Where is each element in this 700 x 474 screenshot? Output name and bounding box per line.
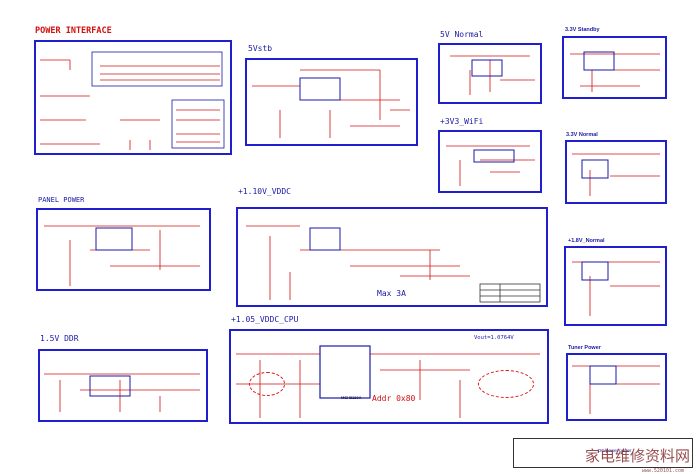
title-block (513, 438, 693, 468)
tuner-power-title: Tuner Power (568, 345, 601, 351)
stb5v-title: 5Vstb (248, 44, 273, 53)
vout-note: Vout=1.0764V (474, 335, 514, 341)
normal5v-title: 5V Normal (440, 30, 484, 39)
tuner-power-box (566, 353, 667, 421)
vddc105-title: +1.05_VDDC_CPU (231, 315, 299, 324)
power-interface-box (34, 40, 232, 155)
normal33-box (565, 140, 667, 204)
normal18-box (564, 246, 667, 326)
normal18-title: +1.8V_Normal (568, 238, 605, 244)
normal33-title: 3.3V Normal (566, 132, 598, 138)
watermark-url: www.520101.com (641, 468, 684, 474)
vddc110-title: +1.10V_VDDC (238, 187, 291, 196)
highlight-ellipse-right (478, 370, 534, 398)
panel-power-box (36, 208, 211, 291)
power-interface-title: POWER INTERFACE (35, 26, 112, 36)
addr-note: Addr 0x80 (372, 394, 416, 403)
watermark-text: 家电维修资料网 (584, 447, 690, 465)
ddr15-title: 1.5V DDR (40, 334, 79, 343)
vddc105-box (229, 329, 549, 424)
wifi33-box (438, 130, 542, 193)
panel-power-title: PANEL POWER (38, 196, 85, 204)
wifi33-title: +3V3_WiFi (440, 117, 484, 126)
standby33-title: 3.3V Standby (565, 27, 600, 33)
title-block-label: DC/power power (598, 448, 632, 453)
normal5v-box (438, 43, 542, 104)
vddc110-box (236, 207, 548, 307)
ddr15-box (38, 349, 208, 422)
max3a-note: Max 3A (377, 289, 406, 298)
standby33-box (562, 36, 667, 99)
stb5v-box (245, 58, 418, 146)
